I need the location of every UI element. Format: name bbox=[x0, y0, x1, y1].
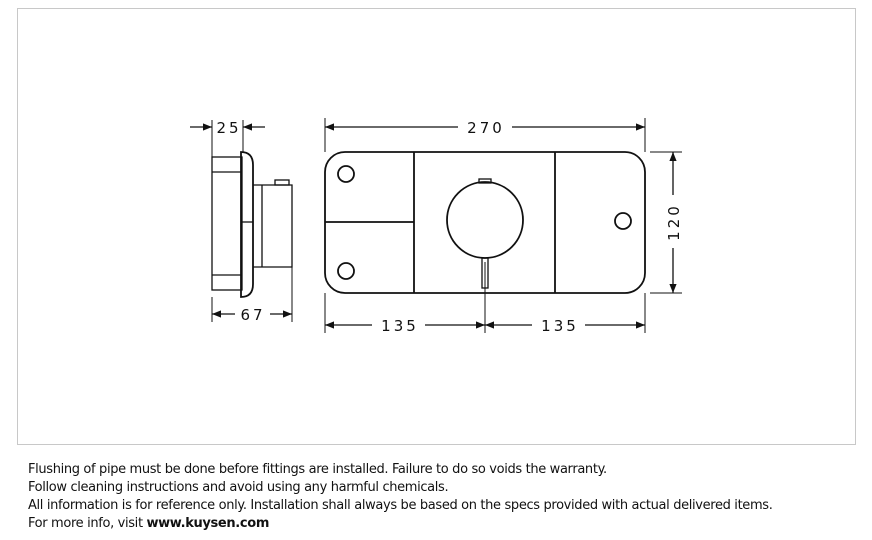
note-more-info: For more info, visit www.kuysen.com bbox=[28, 515, 772, 533]
more-info-text: For more info, visit bbox=[28, 516, 147, 531]
note-cleaning: Follow cleaning instructions and avoid u… bbox=[28, 480, 449, 495]
dim-270: 270 bbox=[467, 119, 505, 137]
dim-120: 120 bbox=[665, 203, 683, 241]
side-view bbox=[211, 151, 293, 298]
technical-drawing: 25 67 270 120 135 135 bbox=[190, 118, 683, 335]
dim-135-right: 135 bbox=[541, 317, 579, 335]
notes: Flushing of pipe must be done before fit… bbox=[28, 461, 773, 533]
drawing-frame bbox=[17, 8, 856, 445]
note-reference: All information is for reference only. I… bbox=[28, 498, 773, 513]
thermostat-knob bbox=[446, 181, 524, 259]
dim-67: 67 bbox=[240, 306, 265, 324]
website-link[interactable]: www.kuysen.com bbox=[146, 516, 270, 531]
note-flushing: Flushing of pipe must be done before fit… bbox=[28, 462, 607, 477]
dim-25: 25 bbox=[216, 119, 241, 137]
dim-135-left: 135 bbox=[381, 317, 419, 335]
